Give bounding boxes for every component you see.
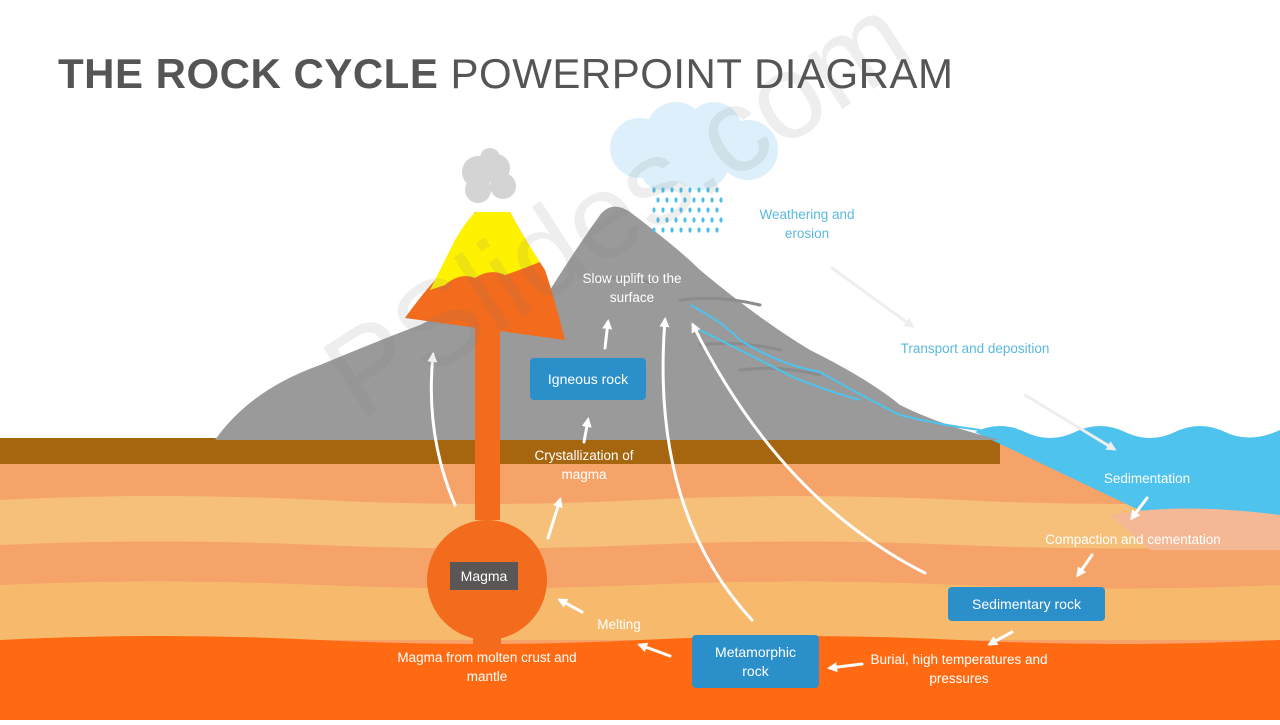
rain-drop <box>688 187 692 193</box>
rain-drop <box>715 227 719 233</box>
rain-drop <box>706 207 710 213</box>
rain-drop <box>656 197 660 203</box>
rain-drop <box>710 217 714 223</box>
rain-drop <box>715 207 719 213</box>
label-burial: Burial, high temperatures and pressures <box>870 652 1048 686</box>
seabed-sediment <box>1110 508 1280 550</box>
rain-drop <box>656 217 660 223</box>
label-compaction: Compaction and cementation <box>1045 532 1221 547</box>
rain-drop <box>692 217 696 223</box>
rain-drop <box>683 217 687 223</box>
arrow-volcano-rise <box>427 352 457 507</box>
title-light: POWERPOINT DIAGRAM <box>450 50 954 97</box>
mountain-texture <box>588 276 822 377</box>
sedimentary-rock-box: Sedimentary rock <box>948 587 1105 621</box>
rain-drop <box>670 207 674 213</box>
igneous-rock-box: Igneous rock <box>530 358 646 400</box>
label-sedimentation: Sedimentation <box>1103 471 1191 486</box>
arrow-uplift <box>602 319 613 350</box>
rain-drop <box>701 197 705 203</box>
arrow-weathering <box>830 266 915 328</box>
arrow-crystallization <box>546 497 563 540</box>
arrow-to-igneous <box>581 417 592 444</box>
label-magma-source: Magma from molten crust and mantle <box>397 650 577 684</box>
smoke-icon <box>462 148 516 203</box>
rain-drop <box>688 227 692 233</box>
rain-drop <box>679 207 683 213</box>
rain-drop <box>710 197 714 203</box>
ocean <box>975 426 1280 550</box>
arrow-burial <box>987 630 1014 646</box>
title-bold: THE ROCK CYCLE <box>58 50 439 97</box>
rain-drop <box>706 227 710 233</box>
metamorphic-rock-box: Metamorphic rock <box>692 635 819 688</box>
rain-drop <box>652 227 656 233</box>
rain-drop <box>674 197 678 203</box>
arrow-to-melting <box>637 642 672 658</box>
rain-drop <box>665 217 669 223</box>
arrow-to-metamorphic <box>827 662 864 673</box>
cloud-icon <box>610 102 778 190</box>
layer-light-orange <box>0 496 1280 549</box>
rain-drop <box>652 207 656 213</box>
label-weathering: Weathering and erosion <box>759 207 855 241</box>
rain-drop <box>652 187 656 193</box>
page-title: THE ROCK CYCLE POWERPOINT DIAGRAM <box>58 50 953 98</box>
rain-drop <box>661 187 665 193</box>
label-crystallization: Crystallization of magma <box>534 448 634 482</box>
cycle-arrows <box>427 266 1149 673</box>
rain-drop <box>665 197 669 203</box>
rain-drop <box>715 187 719 193</box>
rain-drop <box>706 187 710 193</box>
arrow-sedimentary-up <box>691 322 927 575</box>
rain-drop <box>719 197 723 203</box>
arrow-melting <box>557 598 584 614</box>
arrow-sedimentation <box>1130 496 1149 521</box>
rain-drop <box>719 217 723 223</box>
magma-box: Magma <box>450 562 518 590</box>
rain-drop <box>674 217 678 223</box>
rain-drop <box>697 187 701 193</box>
arrow-transport <box>1023 393 1117 451</box>
rain-drop <box>661 207 665 213</box>
rain-drop <box>679 187 683 193</box>
rain-drop <box>661 227 665 233</box>
rain-drop <box>697 207 701 213</box>
rain-drop <box>692 197 696 203</box>
label-melting: Melting <box>597 617 641 632</box>
arrow-compaction <box>1076 553 1094 578</box>
rain-drop <box>683 197 687 203</box>
label-uplift: Slow uplift to the surface <box>582 271 682 305</box>
rain-drop <box>697 227 701 233</box>
label-transport: Transport and deposition <box>900 341 1050 356</box>
rain-icon <box>652 187 723 233</box>
arrow-metamorphic-up <box>659 317 754 622</box>
river <box>689 304 981 431</box>
rain-drop <box>670 227 674 233</box>
volcano <box>405 212 565 650</box>
rain-drop <box>688 207 692 213</box>
rain-drop <box>670 187 674 193</box>
layer-deep <box>0 636 1280 720</box>
rain-drop <box>679 227 683 233</box>
rain-drop <box>701 217 705 223</box>
